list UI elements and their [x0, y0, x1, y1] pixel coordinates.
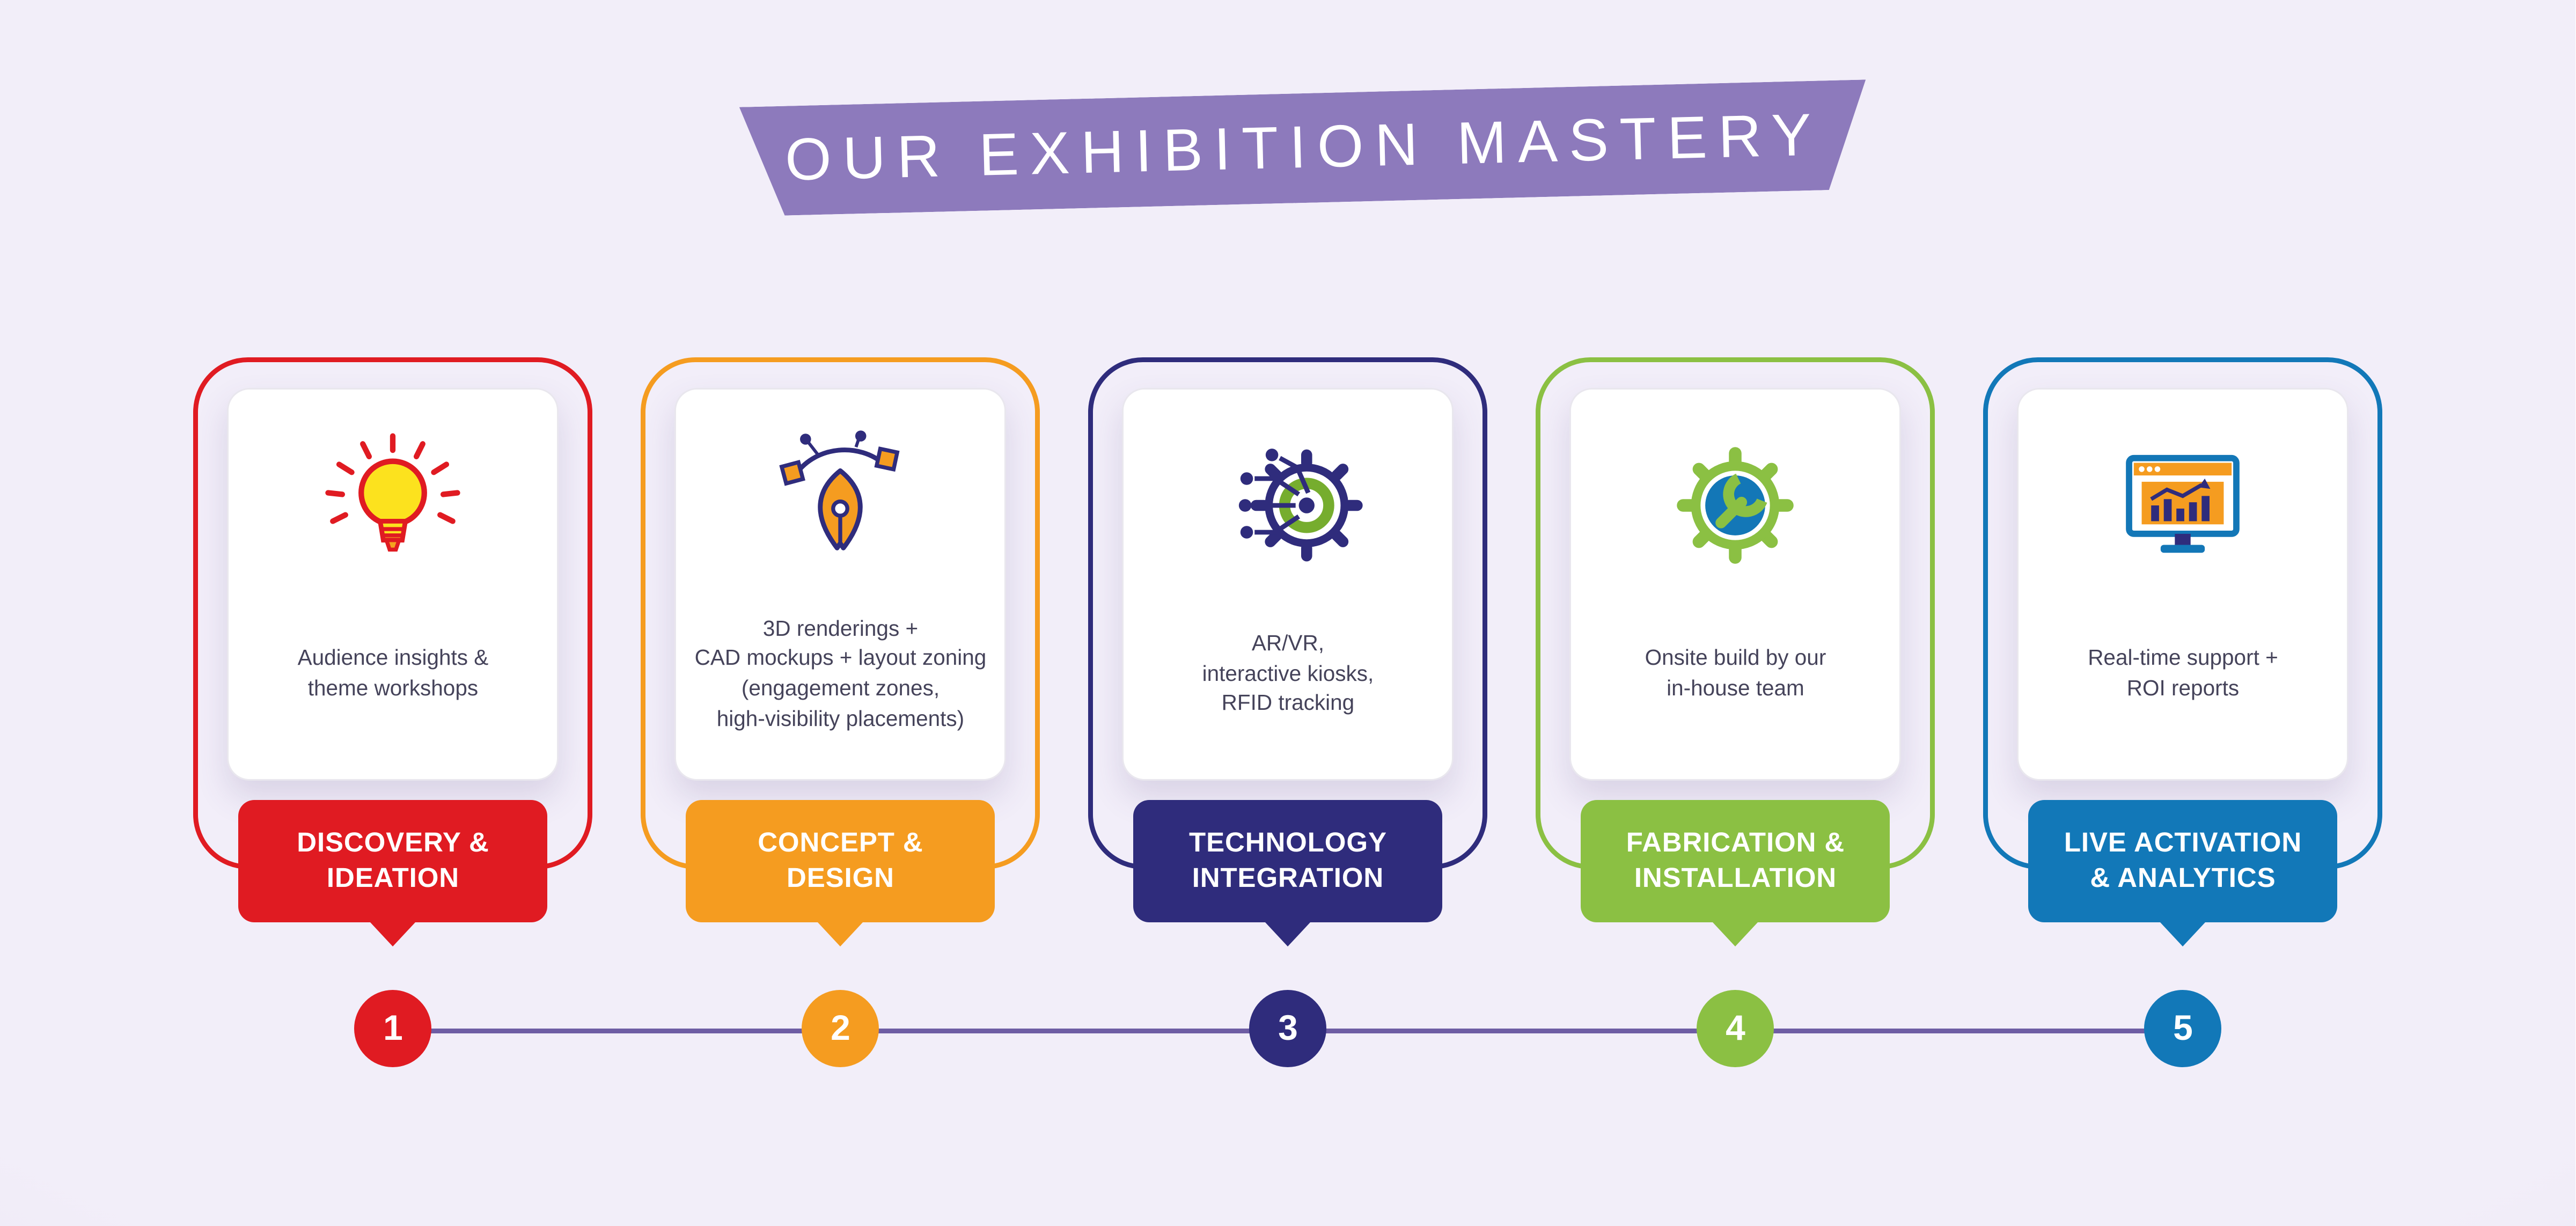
step-number: 4 — [1726, 1008, 1745, 1048]
step-label: TECHNOLOGY INTEGRATION — [1189, 826, 1387, 893]
gear-wrench-icon — [1656, 422, 1814, 589]
page-title: OUR EXHIBITION MASTERY — [784, 101, 1824, 193]
step-card-outline: Onsite build by our in-house team — [1536, 357, 1935, 869]
title-banner: OUR EXHIBITION MASTERY — [739, 79, 1868, 216]
step-card-outline: 3D renderings + CAD mockups + layout zon… — [641, 357, 1040, 869]
step-number: 3 — [1278, 1008, 1298, 1048]
step-card: Real-time support + ROI reports — [2017, 388, 2349, 781]
step-number: 1 — [383, 1008, 403, 1048]
step-fabrication-installation: Onsite build by our in-house team FABRIC… — [1536, 357, 1935, 1067]
lightbulb-icon — [314, 422, 472, 589]
step-number-badge: 2 — [802, 990, 879, 1067]
step-number: 2 — [831, 1008, 850, 1048]
step-number: 5 — [2173, 1008, 2193, 1048]
step-label-tag: DISCOVERY & IDEATION — [238, 800, 548, 922]
steps-row: Audience insights & theme workshops DISC… — [0, 357, 2576, 1067]
step-discovery-ideation: Audience insights & theme workshops DISC… — [193, 357, 593, 1067]
step-label-tag: TECHNOLOGY INTEGRATION — [1133, 800, 1443, 922]
step-description: AR/VR, interactive kiosks, RFID tracking — [1202, 631, 1374, 715]
step-number-badge: 3 — [1249, 990, 1327, 1067]
step-label-tag: LIVE ACTIVATION & ANALYTICS — [2028, 800, 2338, 922]
step-description: Onsite build by our in-house team — [1645, 646, 1826, 700]
step-description: 3D renderings + CAD mockups + layout zon… — [694, 616, 987, 730]
step-technology-integration: AR/VR, interactive kiosks, RFID tracking… — [1088, 357, 1488, 1067]
step-card-outline: Audience insights & theme workshops — [193, 357, 593, 869]
step-card: Audience insights & theme workshops — [227, 388, 559, 781]
step-label: DISCOVERY & IDEATION — [297, 826, 489, 893]
step-card-outline: AR/VR, interactive kiosks, RFID tracking — [1088, 357, 1488, 869]
step-description: Real-time support + ROI reports — [2088, 646, 2278, 700]
step-number-badge: 4 — [1697, 990, 1774, 1067]
step-label: CONCEPT & DESIGN — [758, 826, 923, 893]
step-concept-design: 3D renderings + CAD mockups + layout zon… — [641, 357, 1040, 1067]
circuit-gear-icon — [1209, 422, 1367, 589]
step-card: AR/VR, interactive kiosks, RFID tracking — [1122, 388, 1454, 781]
step-label: LIVE ACTIVATION & ANALYTICS — [2064, 826, 2302, 893]
step-description: Audience insights & theme workshops — [297, 646, 489, 700]
step-label: FABRICATION & INSTALLATION — [1626, 826, 1845, 893]
step-number-badge: 5 — [2144, 990, 2222, 1067]
step-label-tag: FABRICATION & INSTALLATION — [1581, 800, 1890, 922]
step-card-outline: Real-time support + ROI reports — [1983, 357, 2383, 869]
step-live-activation-analytics: Real-time support + ROI reports LIVE ACT… — [1983, 357, 2383, 1067]
pen-tool-icon — [761, 422, 919, 589]
step-card: Onsite build by our in-house team — [1569, 388, 1902, 781]
monitor-analytics-icon — [2104, 422, 2262, 589]
step-label-tag: CONCEPT & DESIGN — [686, 800, 995, 922]
step-number-badge: 1 — [354, 990, 432, 1067]
step-card: 3D renderings + CAD mockups + layout zon… — [674, 388, 1007, 781]
